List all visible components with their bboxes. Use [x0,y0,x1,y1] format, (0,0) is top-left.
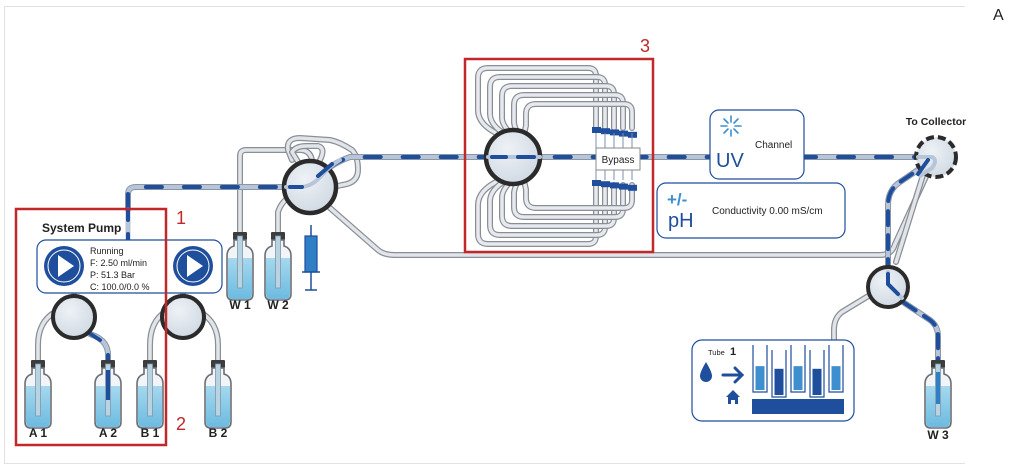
collection-tube[interactable] [752,345,768,393]
diagram-frame [4,6,965,464]
column-loop-tube-inner [488,178,607,237]
highlight-box-1-2 [14,207,168,447]
callout-3: 3 [640,36,650,56]
callout-1: 1 [176,208,186,228]
column-loop-tube-inner [476,66,598,137]
bypass-button[interactable] [595,147,641,171]
column-loop-tube-inner [522,102,634,137]
tube-rack [752,345,844,398]
bottle-w1[interactable] [226,231,254,301]
bypass-clamp-bottom [610,182,619,189]
bypass-clamp-bottom [628,184,637,191]
uv-label: UV [716,150,744,172]
bottle-w3-label: W 3 [927,428,949,442]
w3-outlet-active [936,372,940,404]
bypass-clamp-top [592,127,601,133]
fractionation-valve[interactable] [866,265,910,309]
bottle-a2-label: A 2 [99,426,118,440]
tube-rack-base [752,399,844,414]
conductivity-panel[interactable] [656,182,846,239]
collection-tube[interactable] [828,345,844,393]
valve-flow-overlay [284,155,937,300]
uv-channel: Channel [755,140,792,151]
column-loop-tube-inner [500,84,616,137]
bottle-w1-label: W 1 [229,298,251,312]
pump-b-play-button[interactable] [173,246,213,286]
column-loop-tube-inner [522,178,634,210]
bottle-b2[interactable] [204,359,232,429]
bottle-b1-label: B 1 [141,426,160,440]
pump-b-inlet-valve[interactable] [160,294,206,340]
pump-flow: F: 2.50 ml/min [90,258,147,268]
tube-fill [831,366,841,390]
pump-status: Running [90,246,124,256]
a2-inlet-active [106,370,110,400]
tube-fill [812,368,822,395]
bottle-b1[interactable] [136,359,164,429]
pump-composition: C: 100.0/0.0 % [90,282,150,292]
tube-fill [755,366,765,390]
pump-pressure: P: 51.3 Bar [90,270,135,280]
conductivity-value: Conductivity 0.00 mS/cm [712,206,823,217]
tube-prefix: Tube [708,348,725,357]
conductivity-icon-top: +/- [667,190,687,209]
tube-number: 1 [730,346,736,358]
tube-fill [774,368,784,395]
bottle-b2-label: B 2 [209,426,228,440]
uv-monitor-panel[interactable] [709,109,805,180]
bypass-clamp-bottom [592,180,601,186]
system-pump-title: System Pump [42,221,121,235]
bypass-clamp-bottom [601,181,610,188]
bottle-w2-label: W 2 [267,298,289,312]
bypass-clamp-top [601,128,610,135]
callout-2: 2 [176,414,186,434]
arrow-right-icon [721,366,745,384]
column-loop-tube-inner [512,178,625,219]
highlight-box-3 [463,57,655,254]
syringe-icon[interactable] [302,225,320,291]
home-icon[interactable] [726,390,740,404]
panel-letter: A [993,7,1004,24]
ph-icon: pH [668,210,694,232]
collection-tube[interactable] [809,350,825,398]
column-loop-tube-inner [512,93,625,137]
bypass-clamp-bottom [619,183,628,190]
tube-fill [793,366,803,390]
pump-a-inlet-valve[interactable] [51,294,97,340]
bottle-a1[interactable] [24,359,52,429]
collection-tube[interactable] [771,350,787,398]
bottle-a1-label: A 1 [29,426,48,440]
column-loop-tube-inner [500,178,616,228]
bottle-w2[interactable] [264,231,292,301]
column-loops [475,65,635,247]
bypass-label: Bypass [602,155,635,166]
droplet-icon [700,362,712,382]
pump-a-play-button[interactable] [44,246,84,286]
collector-title: To Collector [906,116,966,128]
bypass-clamp-top [610,129,619,136]
column-loop-tube-inner [476,178,598,246]
uv-light-icon [720,115,742,137]
collection-tube[interactable] [790,345,806,393]
system-pump-panel [36,239,223,294]
column-loop-tube-inner [488,75,607,137]
